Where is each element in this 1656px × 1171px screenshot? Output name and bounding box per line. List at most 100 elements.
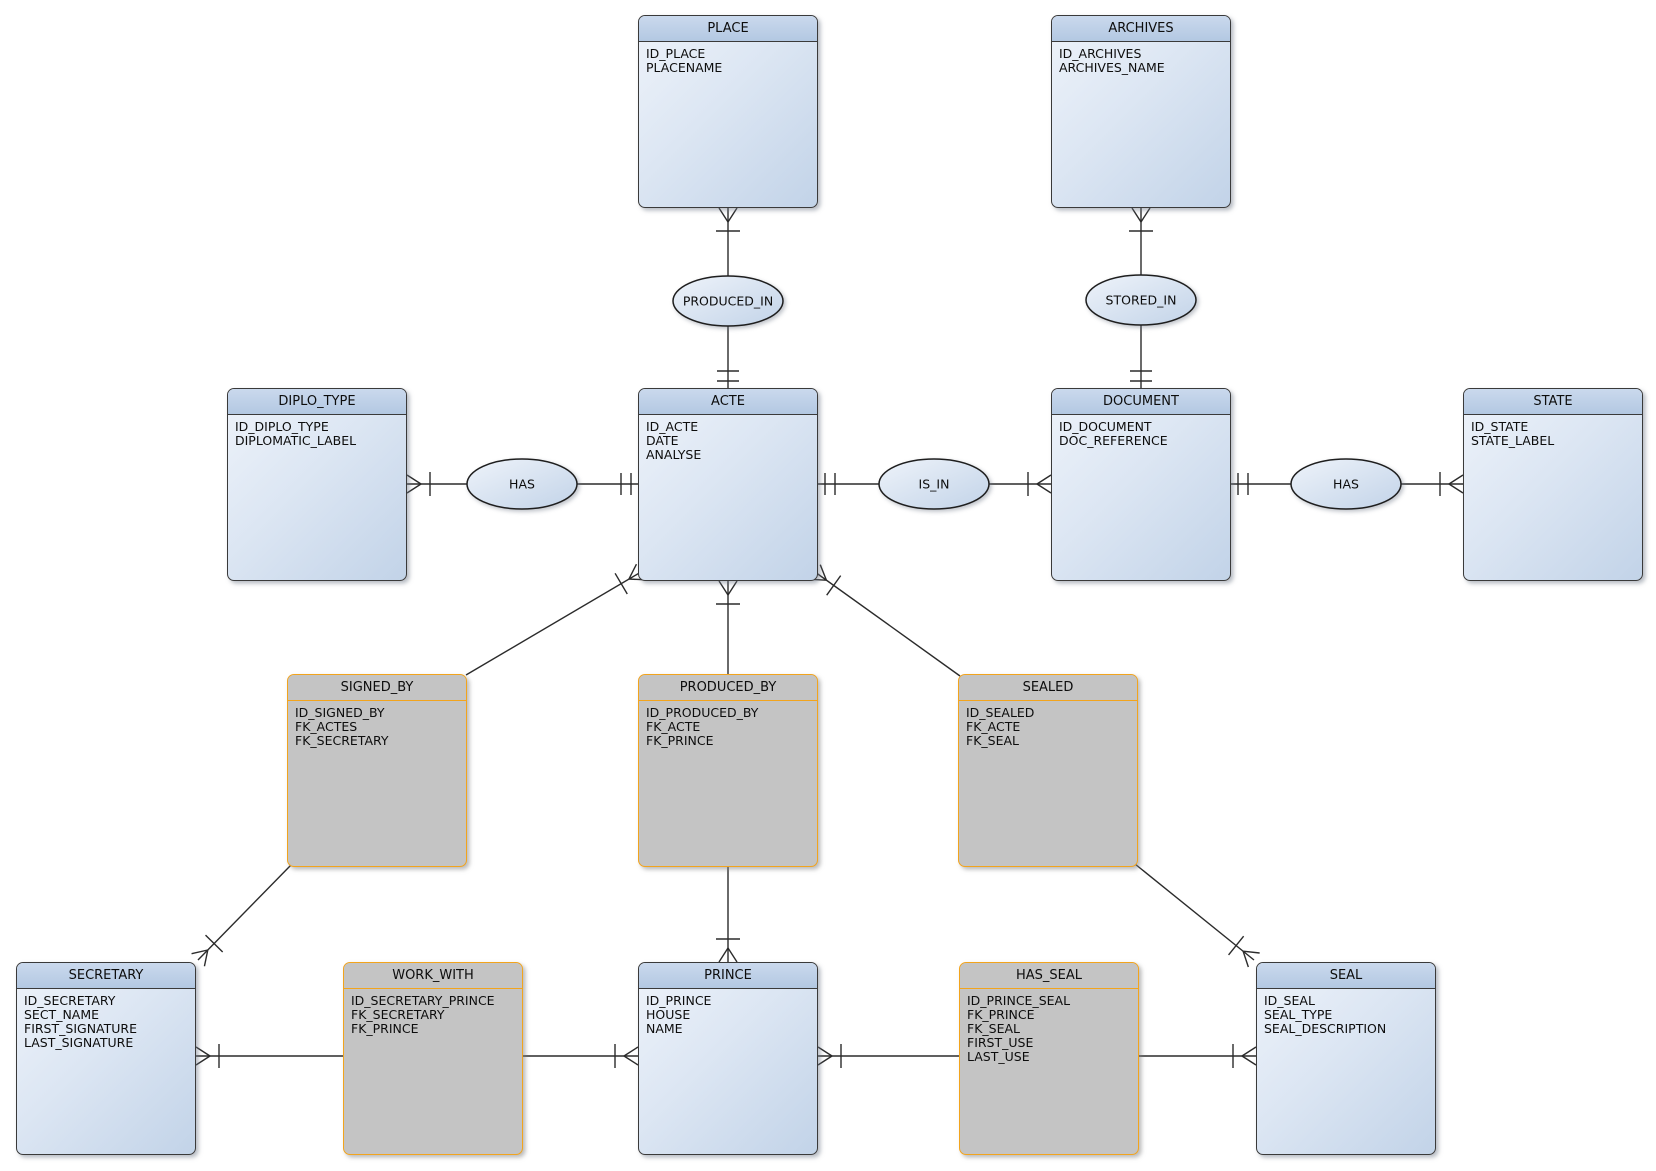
- entity-attribute: DOC_REFERENCE: [1059, 433, 1168, 448]
- crowfoot-marker: [727, 207, 738, 223]
- connector-acte-signed_by: [465, 571, 642, 676]
- crowfoot-marker: [191, 949, 208, 955]
- crowfoot-marker: [1448, 474, 1464, 485]
- crowfoot-marker: [817, 1055, 833, 1066]
- entity-attribute: PLACENAME: [646, 60, 723, 75]
- entity-attribute: FK_ACTE: [646, 719, 701, 734]
- relationship-label: STORED_IN: [1106, 293, 1177, 308]
- entity-attribute: ID_SEAL: [1264, 993, 1315, 1008]
- crowfoot-marker: [718, 207, 729, 223]
- entity-attribute: ID_STATE: [1471, 419, 1529, 434]
- entity-title: ARCHIVES: [1052, 16, 1230, 42]
- entity-attribute: FK_PRINCE: [351, 1021, 419, 1036]
- entity-attribute: NAME: [646, 1021, 683, 1036]
- entity-attribute: FIRST_USE: [967, 1035, 1034, 1050]
- entity-title: DIPLO_TYPE: [228, 389, 406, 415]
- entity-title: SEAL: [1257, 963, 1435, 989]
- entity-attribute: ANALYSE: [646, 447, 702, 462]
- crowfoot-marker: [1036, 474, 1052, 485]
- relationship-label: HAS: [1333, 477, 1359, 492]
- entity-attribute: FK_SECRETARY: [351, 1007, 445, 1022]
- relationship-ellipse-has-2[interactable]: [466, 458, 578, 510]
- crowfoot-marker: [623, 1055, 639, 1066]
- entity-attribute: LAST_USE: [967, 1049, 1030, 1064]
- relationship-ellipse-has-4[interactable]: [1290, 458, 1402, 510]
- crowfoot-marker: [195, 1055, 211, 1066]
- entity-attribute: SEAL_DESCRIPTION: [1264, 1021, 1387, 1036]
- entity-title: HAS_SEAL: [960, 963, 1138, 989]
- crowfoot-marker: [1241, 1055, 1257, 1066]
- entity-attribute: ID_DOCUMENT: [1059, 419, 1152, 434]
- crowfoot-marker: [819, 564, 828, 581]
- entity-attribute: ARCHIVES_NAME: [1059, 60, 1165, 75]
- crowfoot-marker: [628, 563, 638, 580]
- cardinality-tick: [826, 575, 842, 596]
- entity-attribute: ID_SECRETARY_PRINCE: [351, 993, 495, 1008]
- entity-attribute: FK_PRINCE: [967, 1007, 1035, 1022]
- crowfoot-marker: [718, 580, 729, 596]
- connector-acte-sealed: [814, 571, 961, 677]
- relationship-ellipse-is_in-3[interactable]: [878, 458, 990, 510]
- entity-attribute: ID_SIGNED_BY: [295, 705, 385, 720]
- crowfoot-marker: [727, 580, 738, 596]
- entity-attribute: FK_ACTE: [966, 719, 1021, 734]
- entity-attribute: ID_PRODUCED_BY: [646, 705, 759, 720]
- entity-attribute: FK_SECRETARY: [295, 733, 389, 748]
- entity-title: PRINCE: [639, 963, 817, 989]
- relationship-ellipse-produced_in-0[interactable]: [672, 275, 784, 327]
- cardinality-tick: [614, 572, 628, 595]
- entity-title: SECRETARY: [17, 963, 195, 989]
- entity-attribute: SEAL_TYPE: [1264, 1007, 1333, 1022]
- connector-sealed-seal: [1134, 863, 1255, 961]
- entity-attribute: FK_SEAL: [967, 1021, 1020, 1036]
- entity-attribute: STATE_LABEL: [1471, 433, 1555, 448]
- relationship-ellipse-stored_in-1[interactable]: [1085, 274, 1197, 326]
- entity-attribute: DATE: [646, 433, 679, 448]
- entity-attribute: ID_ACTE: [646, 419, 699, 434]
- entity-attribute: FK_PRINCE: [646, 733, 714, 748]
- entity-attribute: DIPLOMATIC_LABEL: [235, 433, 357, 448]
- crowfoot-marker: [203, 949, 209, 967]
- entity-title: ACTE: [639, 389, 817, 415]
- crowfoot-marker: [727, 947, 738, 963]
- entity-title: SIGNED_BY: [288, 675, 466, 701]
- entity-attribute: ID_DIPLO_TYPE: [235, 419, 329, 434]
- crowfoot-marker: [1448, 483, 1464, 494]
- crowfoot-marker: [406, 474, 422, 485]
- entity-title: PRODUCED_BY: [639, 675, 817, 701]
- entity-title: PLACE: [639, 16, 817, 42]
- cardinality-tick: [1228, 935, 1245, 956]
- relationship-label: HAS: [509, 477, 535, 492]
- relationship-label: IS_IN: [919, 477, 950, 492]
- entity-attribute: LAST_SIGNATURE: [24, 1035, 134, 1050]
- crowfoot-marker: [817, 1046, 833, 1057]
- crowfoot-marker: [406, 483, 422, 494]
